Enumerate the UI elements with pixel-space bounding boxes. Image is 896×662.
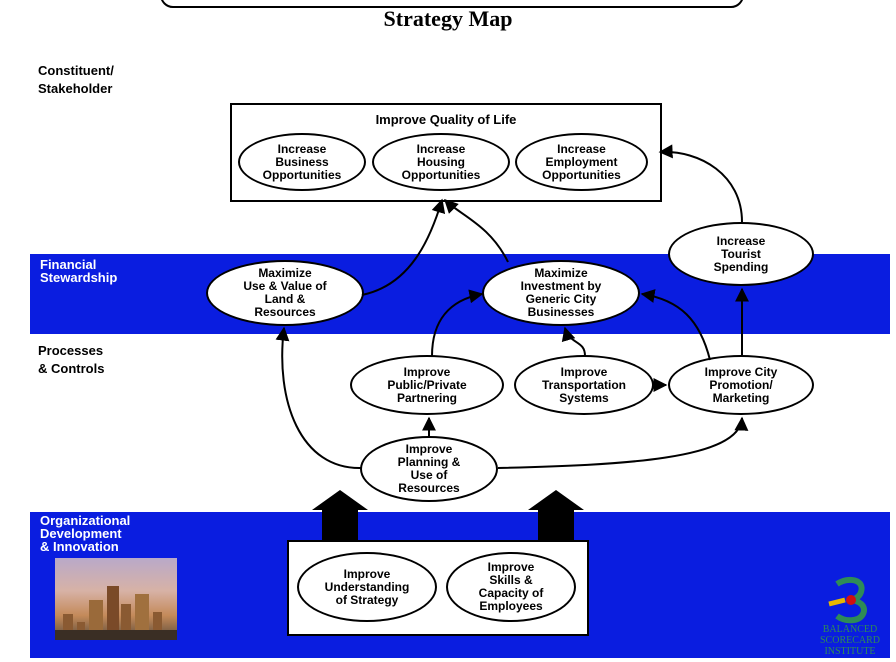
city-skyline-photo [55, 558, 177, 640]
arrow-planning-to-land [275, 326, 363, 470]
layer-label-processes: Processes & Controls [38, 343, 105, 376]
node-improve-partnering: Improve Public/Private Partnering [350, 355, 504, 415]
page-title: Strategy Map [383, 6, 513, 31]
block-arrows [312, 490, 584, 540]
arrow-transportation-to-investment [561, 326, 586, 357]
node-improve-planning: Improve Planning & Use of Resources [360, 436, 498, 502]
node-improve-promotion: Improve City Promotion/ Marketing [668, 355, 814, 415]
arrow-tourist-to-quality [658, 144, 743, 223]
node-maximize-investment: Maximize Investment by Generic City Busi… [482, 260, 640, 326]
layer-label-organizational: Organizational Development & Innovation [40, 513, 131, 554]
arrow-promotion-to-investment [640, 289, 711, 361]
layer-label-financial: Financial Stewardship [40, 257, 118, 285]
layer-label-constituent: Constituent/ Stakeholder [38, 63, 114, 96]
arrow-land-to-quality [361, 198, 446, 296]
node-improve-skills: Improve Skills & Capacity of Employees [446, 552, 576, 622]
block-arrow-left [312, 490, 368, 540]
node-increase-housing: Increase Housing Opportunities [372, 133, 510, 191]
node-maximize-land: Maximize Use & Value of Land & Resources [206, 260, 364, 326]
logo-text: BALANCED SCORECARD INSTITUTE [819, 624, 880, 657]
node-increase-business: Increase Business Opportunities [238, 133, 366, 191]
balanced-scorecard-logo-icon [828, 576, 867, 624]
block-arrow-right [528, 490, 584, 540]
quality-of-life-title: Improve Quality of Life [375, 112, 517, 127]
node-increase-tourist: Increase Tourist Spending [668, 222, 814, 286]
arrow-partnering-to-investment [431, 289, 484, 357]
arrow-planning-to-promotion [497, 416, 749, 469]
node-increase-employment: Increase Employment Opportunities [515, 133, 648, 191]
node-improve-understanding: Improve Understanding of Strategy [297, 552, 437, 622]
arrow-investment-to-quality [444, 199, 509, 263]
balanced-scorecard-logo: BALANCED SCORECARD INSTITUTE [815, 574, 885, 658]
